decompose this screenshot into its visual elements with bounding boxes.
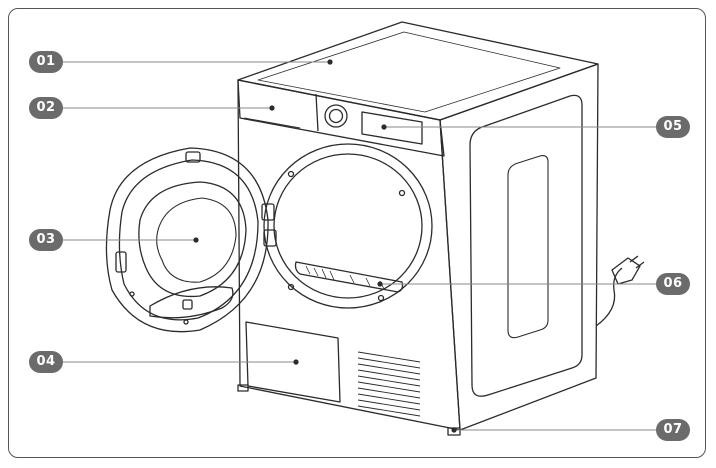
diagram-frame bbox=[8, 8, 706, 458]
callout-badge-02: 02 bbox=[29, 97, 63, 119]
lint-filter bbox=[294, 261, 404, 293]
callout-badge-01: 01 bbox=[29, 51, 63, 73]
program-knob bbox=[324, 104, 348, 128]
dryer-side-panel bbox=[439, 63, 599, 431]
callout-badge-06: 06 bbox=[656, 273, 690, 295]
callout-badge-07: 07 bbox=[656, 419, 690, 441]
display-window bbox=[361, 111, 423, 145]
drum-opening-inner bbox=[273, 153, 423, 299]
open-door bbox=[105, 147, 269, 333]
side-ventilation-outline bbox=[469, 94, 583, 397]
power-plug bbox=[611, 257, 641, 285]
drum-opening-outer bbox=[263, 143, 433, 309]
callout-badge-05: 05 bbox=[656, 116, 690, 138]
callout-badge-04: 04 bbox=[29, 351, 63, 373]
callout-badge-03: 03 bbox=[29, 229, 63, 251]
control-panel bbox=[237, 79, 445, 157]
front-foot-left bbox=[237, 384, 249, 392]
heat-pump-cover bbox=[245, 321, 341, 403]
front-vent bbox=[357, 351, 421, 417]
power-cord bbox=[595, 267, 623, 327]
